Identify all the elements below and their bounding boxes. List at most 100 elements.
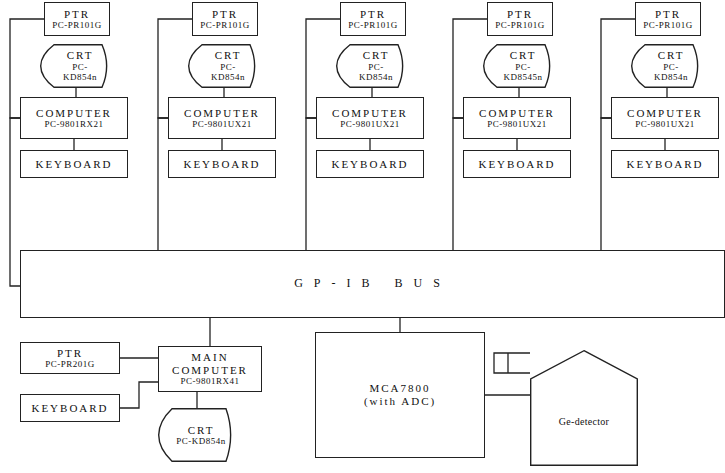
connector-line — [666, 88, 667, 97]
shape-outline-path — [337, 45, 403, 88]
main-computer-box: MAIN COMPUTERPC-9801RX41 — [158, 346, 262, 392]
keyboard-box: KEYBOARD — [168, 150, 276, 178]
node-label: CRT — [363, 49, 390, 62]
computer-box: COMPUTERPC-9801UX21 — [316, 97, 424, 139]
model-number: PC-9801RX41 — [180, 376, 239, 386]
node-label: PTR — [507, 8, 533, 21]
shape-outline-path — [159, 409, 231, 462]
model-number: PC-KD8545n — [499, 62, 547, 83]
bus-band: GP-IB BUS — [20, 250, 725, 318]
node-label: CRT — [215, 49, 242, 62]
node-label: KEYBOARD — [183, 158, 260, 171]
connector-line — [453, 118, 463, 250]
connector-line — [73, 139, 74, 150]
model-number: PC-KD854n — [56, 62, 104, 83]
printer-box: PTRPC-PR101G — [635, 2, 701, 36]
node-label: COMPUTER — [627, 107, 703, 120]
crt-display: CRTPC-KD8545n — [483, 44, 555, 88]
node-label: KEYBOARD — [331, 158, 408, 171]
model-number: PC-KD854n — [204, 62, 252, 83]
connector-line — [518, 88, 519, 97]
connector-line — [601, 118, 611, 250]
connector-line — [158, 118, 168, 250]
crt-display: CRTPC-KD854n — [40, 44, 112, 88]
printer-box: PTRPC-PR101G — [192, 2, 258, 36]
model-number: PC-9801RX21 — [44, 119, 103, 129]
shape-outline-path — [41, 45, 107, 88]
crt-display: CRTPC-KD854n — [158, 408, 236, 462]
keyboard-box: KEYBOARD — [20, 394, 120, 422]
printer-box: PTRPC-PR101G — [487, 2, 553, 36]
node-label: CRT — [658, 49, 685, 62]
crt-display: CRTPC-KD854n — [188, 44, 260, 88]
computer-box: COMPUTERPC-9801UX21 — [168, 97, 276, 139]
connector-line — [120, 357, 158, 358]
connector-line — [221, 139, 222, 150]
node-label: GP-IB BUS — [294, 277, 451, 291]
node-label: PTR — [360, 8, 386, 21]
shape-outline-path — [189, 45, 255, 88]
node-label: COMPUTER — [184, 107, 260, 120]
model-number: PC-9801UX21 — [635, 119, 695, 129]
node-label: COMPUTER — [332, 107, 408, 120]
node-label: MCA7800 — [369, 382, 430, 395]
node-label: PTR — [655, 8, 681, 21]
computer-box: COMPUTERPC-9801UX21 — [463, 97, 571, 139]
model-number: PC-9801UX21 — [487, 119, 547, 129]
connector-line — [369, 139, 370, 150]
printer-box: PTRPC-PR101G — [44, 2, 110, 36]
node-label: CRT — [510, 49, 537, 62]
analyzer-box: MCA7800(with ADC) — [315, 332, 485, 458]
model-number: PC-KD854n — [176, 436, 226, 446]
model-number: PC-PR101G — [52, 20, 102, 30]
model-number: (with ADC) — [364, 395, 436, 408]
node-label: CRT — [188, 424, 215, 437]
model-number: PC-9801UX21 — [192, 119, 252, 129]
computer-box: COMPUTERPC-9801RX21 — [20, 97, 128, 139]
model-number: PC-PR201G — [45, 359, 95, 369]
connector-line — [223, 88, 224, 97]
printer-box: PTRPC-PR201G — [20, 342, 120, 374]
detector-mount-bracket — [494, 353, 530, 373]
connector-line — [196, 392, 197, 408]
printer-box: PTRPC-PR101G — [340, 2, 406, 36]
detector-shape: Ge-detector — [530, 350, 638, 466]
connector-line — [75, 88, 76, 97]
model-number: PC-KD854n — [352, 62, 400, 83]
node-label: Ge-detector — [559, 416, 610, 428]
node-label: KEYBOARD — [626, 158, 703, 171]
model-number: PC-PR101G — [200, 20, 250, 30]
shape-outline-path — [484, 45, 550, 88]
connector-line — [120, 382, 158, 408]
shape-outline-path — [531, 351, 638, 466]
shape-outline — [530, 350, 638, 466]
model-number: PC-PR101G — [495, 20, 545, 30]
node-label: PTR — [64, 8, 90, 21]
keyboard-box: KEYBOARD — [463, 150, 571, 178]
model-number: PC-KD854n — [647, 62, 695, 83]
node-label: CRT — [67, 49, 94, 62]
connector-line — [516, 139, 517, 150]
model-number: PC-9801UX21 — [340, 119, 400, 129]
shape-outline-path — [632, 45, 698, 88]
node-label: KEYBOARD — [35, 158, 112, 171]
crt-display: CRTPC-KD854n — [336, 44, 408, 88]
node-label: KEYBOARD — [478, 158, 555, 171]
node-label: MAIN COMPUTER — [164, 351, 256, 376]
keyboard-box: KEYBOARD — [20, 150, 128, 178]
node-label: PTR — [57, 347, 83, 360]
node-label: COMPUTER — [36, 107, 112, 120]
connector-line — [209, 318, 210, 346]
node-label: PTR — [212, 8, 238, 21]
connector-line — [399, 318, 400, 332]
connector-line — [10, 118, 20, 286]
model-number: PC-PR101G — [643, 20, 693, 30]
model-number: PC-PR101G — [348, 20, 398, 30]
keyboard-box: KEYBOARD — [316, 150, 424, 178]
keyboard-box: KEYBOARD — [611, 150, 719, 178]
node-label: KEYBOARD — [31, 402, 108, 415]
connector-line — [371, 88, 372, 97]
computer-box: COMPUTERPC-9801UX21 — [611, 97, 719, 139]
crt-display: CRTPC-KD854n — [631, 44, 703, 88]
